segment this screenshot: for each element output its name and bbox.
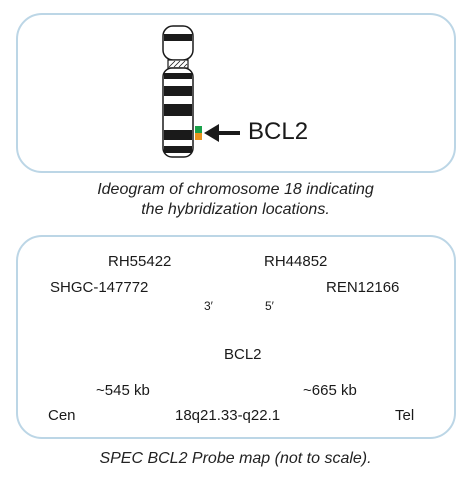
marker-label-ren12166: REN12166 (326, 279, 400, 296)
probe-map-caption: SPEC BCL2 Probe map (not to scale). (99, 450, 372, 467)
chromosome-band (164, 104, 192, 116)
green-probe-mark (195, 126, 202, 133)
green-probe-size: ~545 kb (96, 382, 150, 399)
chromosome-18-ideogram (162, 25, 194, 158)
marker-label-rh44852: RH44852 (264, 253, 328, 270)
probe-map-gene-label: BCL2 (224, 346, 262, 363)
chromosome-short-arm (162, 25, 194, 61)
chromosome-centromere (167, 59, 189, 69)
ideogram-caption-line2: the hybridization locations. (141, 201, 330, 218)
chromosome-band (164, 34, 192, 41)
probe-map-panel (16, 235, 456, 439)
ideogram-panel (16, 13, 456, 173)
marker-label-shgc: SHGC-147772 (50, 279, 149, 296)
marker-label-rh55422: RH55422 (108, 253, 172, 270)
orange-probe-size: ~665 kb (303, 382, 357, 399)
three-prime-label: 3′ (204, 299, 213, 313)
ideogram-gene-label: BCL2 (248, 118, 309, 145)
ideogram-caption: Ideogram of chromosome 18 indicating the… (0, 180, 471, 220)
five-prime-label: 5′ (265, 299, 274, 313)
chromosome-band (164, 73, 192, 79)
chromosome-band (164, 130, 192, 140)
arrow-left-icon (204, 124, 240, 142)
orange-probe-mark (195, 133, 202, 140)
band-label: 18q21.33-q22.1 (175, 407, 281, 424)
ideogram-caption-line1: Ideogram of chromosome 18 indicating (97, 181, 374, 198)
chromosome-band (164, 146, 192, 153)
cen-label: Cen (48, 407, 76, 424)
chromosome-band (164, 86, 192, 96)
tel-label: Tel (395, 407, 415, 424)
